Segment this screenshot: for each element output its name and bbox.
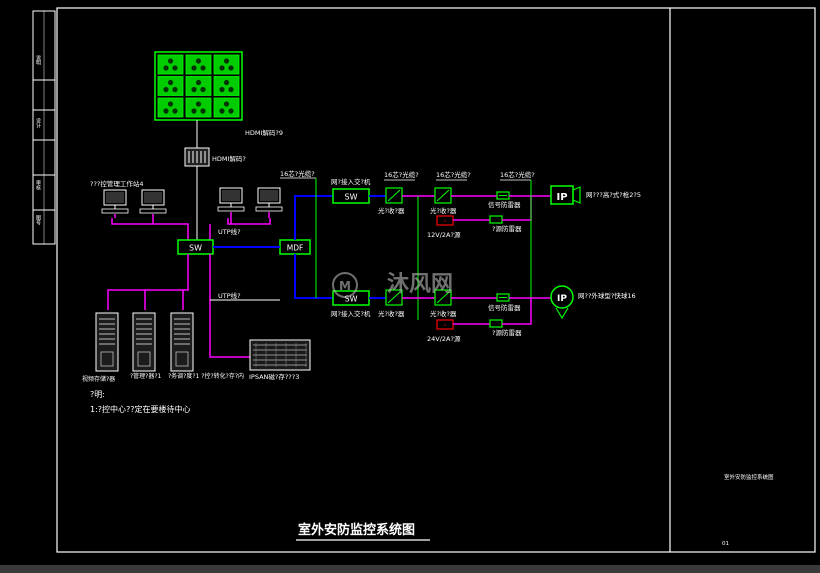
mdf-to-upper-branch bbox=[294, 195, 333, 240]
storage-link bbox=[209, 254, 250, 358]
watermark: M 沐风网 bbox=[332, 272, 453, 298]
svg-text:SW: SW bbox=[345, 193, 358, 202]
title-block-sheet: 01 bbox=[722, 541, 729, 547]
upper-transceiver-1 bbox=[385, 187, 403, 204]
lower-camera-label: 网??外球型?快球16 bbox=[578, 291, 636, 300]
video-wall-label: HDMI解码?9 bbox=[245, 128, 283, 137]
upper-camera-label: 网???高?式?枪2?5 bbox=[586, 190, 641, 199]
mdf-to-lower-branch bbox=[294, 254, 333, 299]
wall-monitor bbox=[157, 97, 184, 118]
bottom-status-strip bbox=[0, 565, 820, 573]
lower-power-supply: ~ bbox=[436, 319, 454, 330]
upper-access-switch: SW bbox=[332, 188, 370, 204]
signal-arrester-label: 信号防雷器 bbox=[488, 200, 521, 209]
lower-signal-arrester bbox=[496, 293, 510, 302]
left-strip: 说明 设计 审核 图号 bbox=[32, 10, 56, 245]
upper-fiber2-label: 16芯?光缆? bbox=[384, 170, 419, 179]
workstation-monitor bbox=[217, 187, 245, 212]
page-title: 室外安防监控系统图 bbox=[298, 522, 415, 538]
workstation-monitor bbox=[101, 189, 129, 214]
utp-upper-label: UTP线? bbox=[218, 227, 241, 236]
left-strip-cell: 设计 bbox=[35, 117, 41, 129]
transceiver-label: 光?收?器 bbox=[430, 309, 457, 318]
lower-access-label: 网?接入交?机 bbox=[331, 309, 371, 318]
power-label: 12V/2A?源 bbox=[427, 230, 461, 239]
upper-transceiver-2 bbox=[434, 187, 452, 204]
server-bus bbox=[107, 254, 189, 310]
lower-access-switch: SW bbox=[332, 290, 370, 306]
wall-monitor bbox=[213, 97, 240, 118]
left-strip-cell: 说明 bbox=[35, 54, 41, 66]
server-label: ?务调?度?1 ?控?转化?存?内 bbox=[168, 372, 244, 380]
power-arrester-label: ?源防雷器 bbox=[492, 224, 522, 233]
decoder bbox=[184, 147, 210, 167]
svg-text:~: ~ bbox=[443, 219, 448, 225]
main-switch: SW bbox=[177, 239, 214, 255]
transceiver-label: 光?收?器 bbox=[378, 206, 405, 215]
transceiver-label: 光?收?器 bbox=[378, 309, 405, 318]
transceiver-label: 光?收?器 bbox=[430, 206, 457, 215]
upper-power-supply: ~ bbox=[436, 215, 454, 226]
decoder-label: HDMI解码? bbox=[212, 154, 246, 163]
svg-text:SW: SW bbox=[345, 295, 358, 304]
workstation-monitor bbox=[255, 187, 283, 212]
wall-monitor bbox=[185, 76, 212, 96]
server-tower bbox=[170, 312, 194, 372]
svg-text:MDF: MDF bbox=[287, 244, 304, 253]
notes-heading: ?明: bbox=[90, 390, 105, 399]
fiber-label: 16芯?光缆? bbox=[280, 169, 315, 178]
upper-access-label: 网?接入交?机 bbox=[331, 177, 371, 186]
wall-monitor bbox=[157, 76, 184, 96]
left-strip-cell: 审核 bbox=[35, 179, 41, 191]
upper-fiber3-label: 16芯?光缆? bbox=[436, 170, 471, 179]
lower-power-arrester bbox=[489, 319, 503, 328]
server-label: ?管理?器?1 bbox=[130, 372, 162, 380]
notes-line: 1:?控中心??定在要楼待中心 bbox=[90, 404, 191, 414]
utp-lower-label: UTP线? bbox=[218, 291, 241, 300]
server-tower bbox=[132, 312, 156, 372]
workstation-link-right bbox=[227, 218, 271, 225]
svg-text:IP: IP bbox=[557, 294, 567, 304]
wall-monitor bbox=[213, 54, 240, 75]
storage-label: IPSAN磁?存???3 bbox=[249, 372, 299, 381]
server-label: 视频存储?器 bbox=[82, 375, 115, 383]
upper-fiber4-label: 16芯?光缆? bbox=[500, 170, 535, 179]
svg-text:SW: SW bbox=[189, 244, 202, 253]
left-strip-cell: 图号 bbox=[35, 215, 41, 226]
signal-arrester-label: 信号防雷器 bbox=[488, 303, 521, 312]
svg-text:~: ~ bbox=[443, 323, 448, 329]
svg-text:沐风网: 沐风网 bbox=[387, 272, 453, 297]
server-tower bbox=[95, 312, 119, 372]
workstation-link-left bbox=[111, 218, 189, 240]
wall-monitor bbox=[157, 54, 184, 75]
svg-text:IP: IP bbox=[556, 192, 567, 203]
title-block-name: 室外安防监控系统图 bbox=[724, 473, 774, 481]
mdf-box: MDF bbox=[279, 239, 311, 255]
wall-monitor bbox=[185, 54, 212, 75]
svg-text:M: M bbox=[339, 279, 351, 293]
lower-camera-icon: IP bbox=[550, 285, 574, 320]
power-arrester-label: ?源防雷器 bbox=[492, 328, 522, 337]
workstation-label: ???控管理工作站4 bbox=[90, 179, 144, 188]
workstation-monitor bbox=[139, 189, 167, 214]
wall-monitor bbox=[213, 76, 240, 96]
outer-frame bbox=[56, 7, 816, 553]
power-label: 24V/2A?源 bbox=[427, 334, 461, 343]
video-wall bbox=[154, 51, 243, 121]
wall-monitor bbox=[185, 97, 212, 118]
storage-array bbox=[249, 339, 311, 371]
upper-camera-icon: IP bbox=[550, 185, 581, 205]
upper-power-arrester bbox=[489, 215, 503, 224]
upper-signal-arrester bbox=[496, 191, 510, 200]
